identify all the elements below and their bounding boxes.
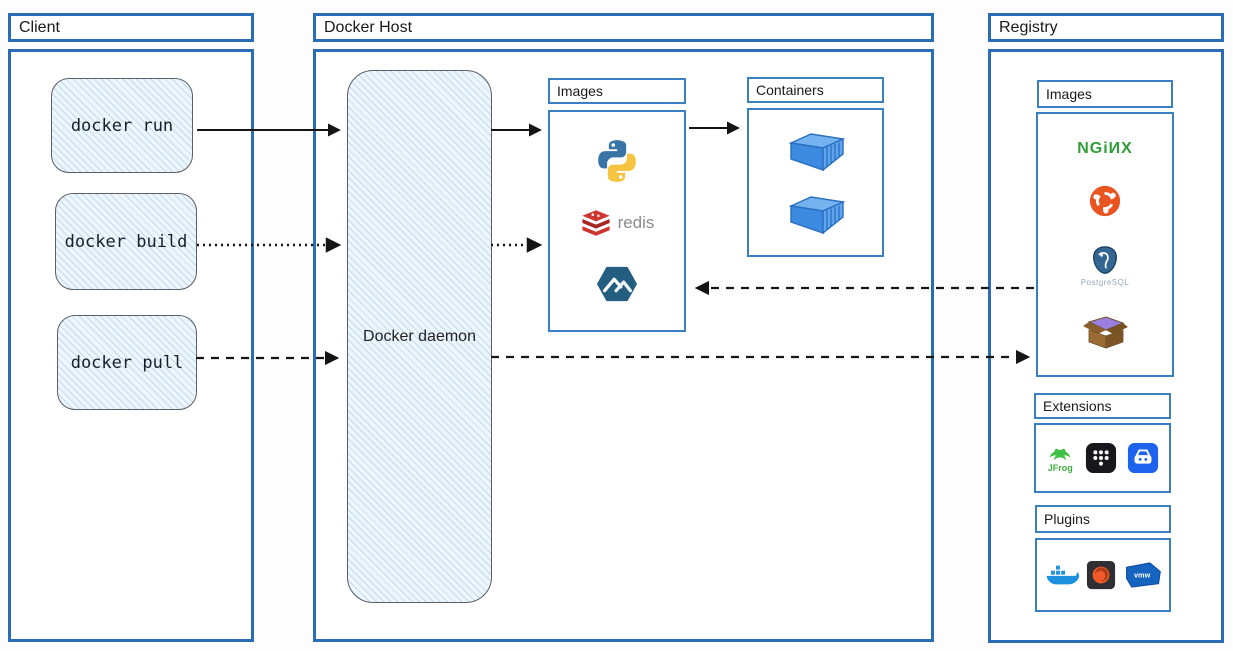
registry-images-title: Images — [1037, 80, 1173, 108]
docker-daemon-label: Docker daemon — [363, 327, 476, 345]
client-title-label: Client — [19, 18, 60, 36]
docker-pull-label: docker pull — [70, 352, 184, 373]
host-images-body: redis — [548, 110, 686, 332]
vmware-label: vmw — [1133, 571, 1150, 580]
app-grid-extension-icon — [1085, 442, 1116, 474]
postgresql-icon — [1093, 245, 1117, 274]
jfrog-logo: JFrog — [1046, 443, 1074, 473]
docker-build-node: docker build — [55, 193, 197, 290]
grafana-icon — [1086, 560, 1116, 590]
registry-images-body: NGiИX PostgreSQL — [1036, 112, 1174, 377]
package-box-icon — [1083, 316, 1128, 349]
extensions-title-label: Extensions — [1043, 398, 1112, 414]
host-images-title: Images — [548, 78, 686, 104]
ubuntu-icon — [1089, 186, 1121, 217]
plugins-title: Plugins — [1035, 505, 1171, 533]
redis-logo: redis — [580, 209, 655, 237]
container-icon — [788, 133, 845, 172]
nginx-icon: NGiИX — [1077, 140, 1133, 158]
plugins-body: vmw — [1035, 538, 1171, 612]
alpine-icon — [596, 266, 638, 301]
plugins-title-label: Plugins — [1044, 511, 1090, 527]
registry-title-label: Registry — [999, 18, 1058, 36]
docker-run-node: docker run — [51, 78, 193, 173]
redis-icon — [581, 210, 610, 236]
client-section-title: Client — [8, 13, 254, 42]
container-icon — [788, 195, 845, 235]
disk-extension-icon — [1127, 442, 1158, 474]
postgresql-label: PostgreSQL — [1080, 277, 1130, 287]
jfrog-label: JFrog — [1047, 463, 1073, 473]
python-icon — [598, 139, 636, 182]
registry-section-title: Registry — [988, 13, 1224, 42]
docker-build-label: docker build — [64, 231, 188, 252]
docker-pull-node: docker pull — [57, 315, 197, 410]
extensions-body: JFrog — [1034, 423, 1171, 493]
containers-title: Containers — [747, 77, 884, 103]
docker-run-label: docker run — [70, 115, 174, 136]
containers-title-label: Containers — [756, 82, 824, 98]
redis-label: redis — [617, 213, 655, 232]
docker-host-section-title: Docker Host — [313, 13, 934, 42]
vmware-icon: vmw — [1125, 562, 1161, 588]
registry-images-title-label: Images — [1046, 86, 1092, 102]
postgresql-logo: PostgreSQL — [1081, 245, 1130, 287]
docker-daemon-node: Docker daemon — [347, 70, 492, 603]
docker-host-title-label: Docker Host — [324, 18, 413, 36]
extensions-title: Extensions — [1034, 393, 1171, 419]
host-images-title-label: Images — [557, 83, 603, 99]
containers-body — [747, 108, 884, 257]
docker-whale-icon — [1046, 565, 1079, 585]
jfrog-icon — [1049, 448, 1071, 461]
